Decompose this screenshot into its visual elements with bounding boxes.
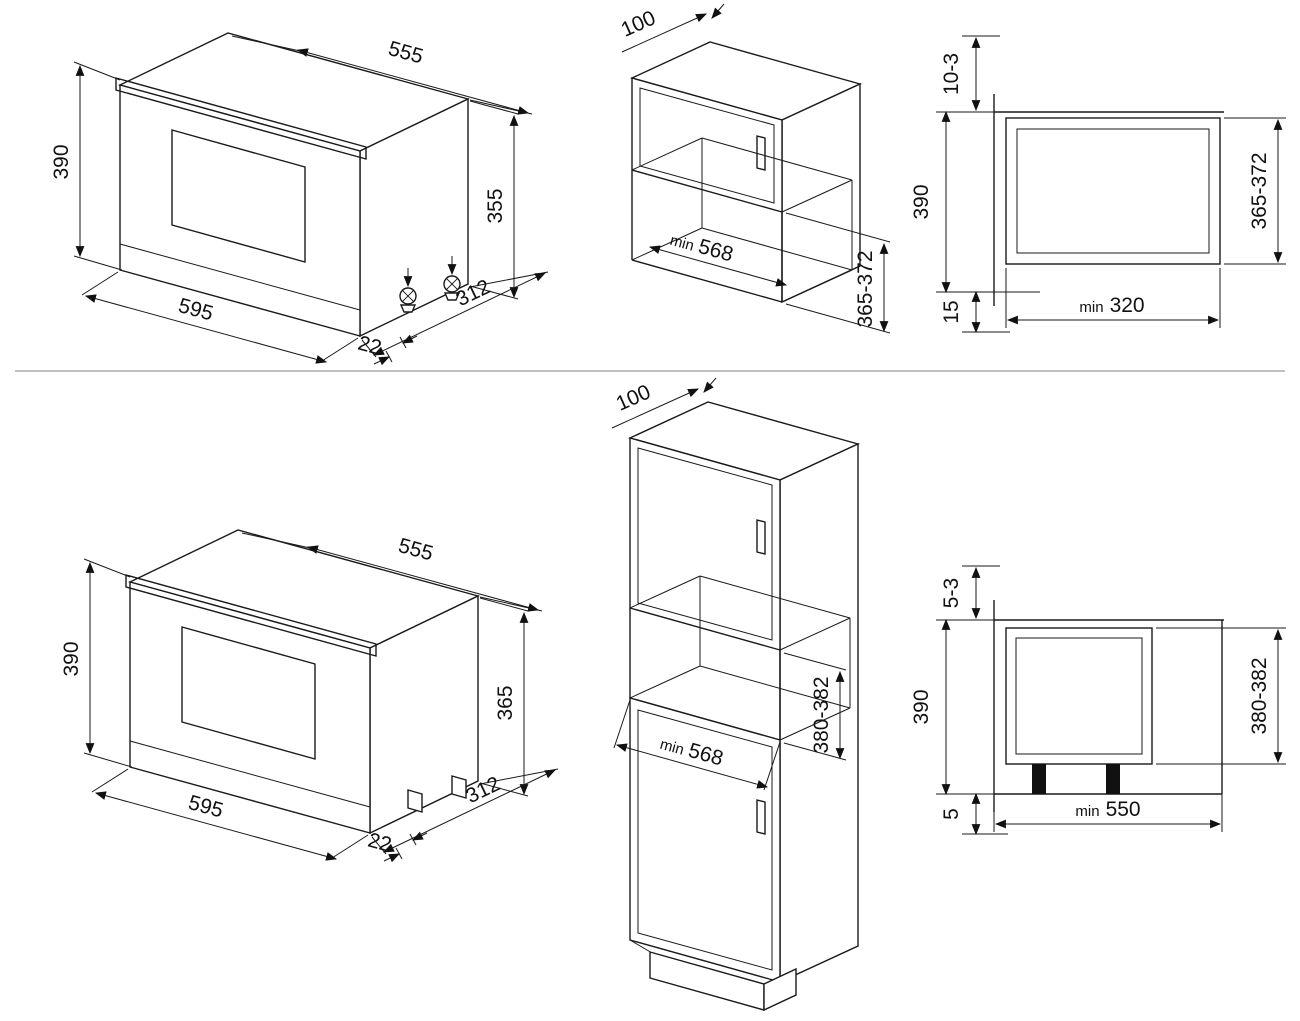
cabinet-door-handle: [756, 135, 766, 171]
dim-cabinet-top-depth: 100: [618, 6, 659, 41]
side-section-view-bottom: 5-3 390 5 380-382 min 550: [910, 565, 1286, 836]
min-prefix: min: [658, 736, 686, 759]
oven-foot: [407, 789, 423, 813]
min-prefix: min: [1075, 803, 1099, 820]
side-section-view-top: 10-3 390 15 365-372 min 320: [910, 35, 1286, 334]
door-handle: [125, 574, 377, 657]
dim-niche-height: 380-382: [810, 676, 833, 753]
min-prefix: min: [668, 232, 696, 255]
section-depth-value: 550: [1106, 798, 1141, 821]
cabinet-isometric-view-top: 100 min568 365-372: [618, 3, 891, 334]
cabinet-door-handle: [756, 799, 766, 835]
dim-section-oven-height: 380-382: [1248, 657, 1271, 734]
oven-section-body: [1005, 627, 1153, 765]
dim-section-height: 390: [910, 184, 933, 219]
oven-isometric-view-top: 555 390 355 595 312 22: [50, 32, 549, 366]
dim-cabinet-top-depth: 100: [613, 380, 654, 415]
dim-oven-top-width: 555: [396, 534, 436, 565]
dim-oven-left-height: 390: [50, 144, 73, 179]
dim-oven-bottom-width: 595: [186, 791, 226, 822]
dim-section-top-gap: 5-3: [940, 578, 963, 608]
dim-door-offset: 22: [355, 332, 384, 360]
oven-section-body: [1005, 117, 1221, 265]
dim-oven-top-width: 555: [386, 37, 426, 68]
dim-section-bottom-gap: 15: [940, 300, 963, 323]
dim-section-top-gap: 10-3: [940, 53, 963, 95]
oven-isometric-view-bottom: 555 390 365 595 312 22: [60, 529, 559, 863]
dim-oven-bottom-width: 595: [176, 294, 216, 325]
dim-oven-right-height: 365: [494, 685, 517, 720]
cabinet-door-handle: [756, 519, 766, 555]
dim-section-depth: min 320: [1079, 294, 1144, 317]
oven-foot: [1106, 764, 1120, 794]
dim-section-height: 390: [910, 689, 933, 724]
dim-oven-left-height: 390: [60, 641, 83, 676]
door-window: [181, 626, 316, 760]
dim-niche-height: 365-372: [854, 250, 877, 327]
dim-niche-width: min568: [668, 227, 736, 266]
cabinet-isometric-view-bottom: 100 min568 380-382: [611, 377, 861, 1012]
door-handle: [115, 77, 367, 160]
section-depth-value: 320: [1110, 294, 1145, 317]
oven-foot: [1032, 764, 1046, 794]
dim-door-offset: 22: [365, 829, 394, 857]
dim-section-depth: min 550: [1075, 798, 1140, 821]
dim-oven-right-height: 355: [484, 188, 507, 223]
min-prefix: min: [1079, 299, 1103, 316]
dim-section-bottom-gap: 5: [940, 808, 963, 820]
dim-section-oven-height: 365-372: [1248, 152, 1271, 229]
door-window: [171, 129, 306, 263]
